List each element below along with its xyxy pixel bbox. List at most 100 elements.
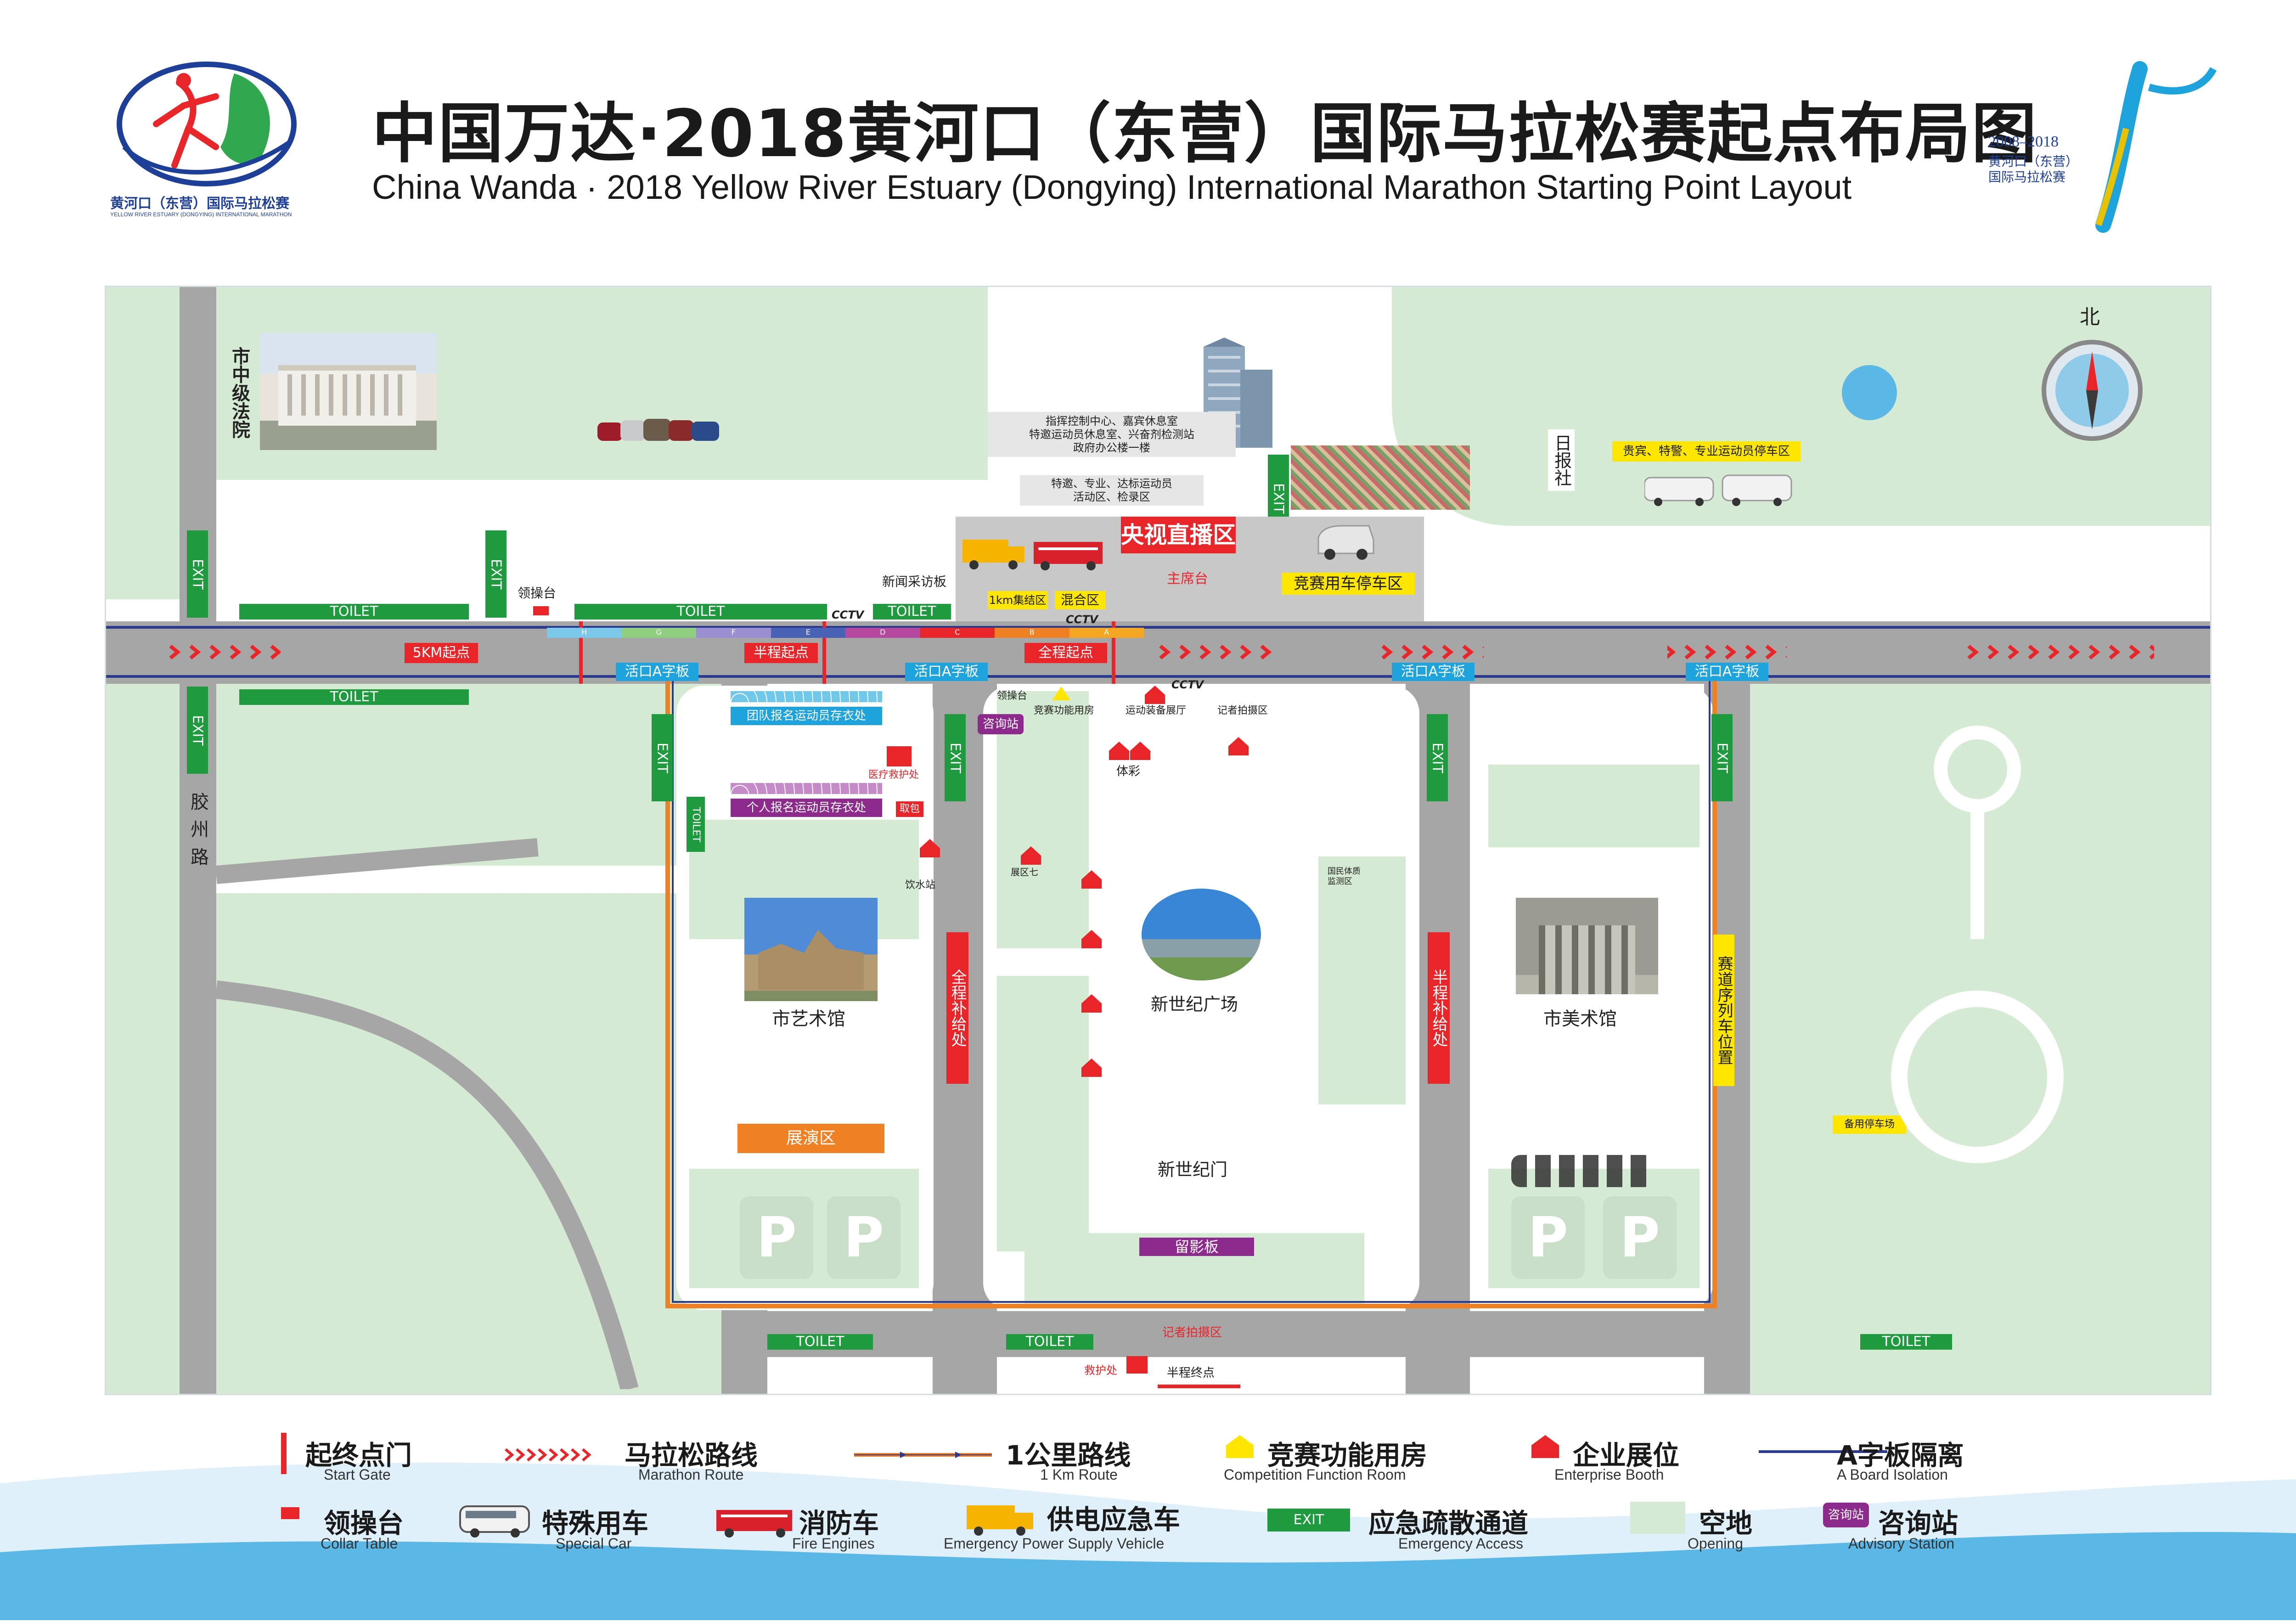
court-label: 市中级法院 <box>229 347 250 439</box>
exit-label: EXIT <box>189 715 206 746</box>
board-letter: A <box>1069 628 1144 638</box>
board-letter: C <box>920 628 995 638</box>
marathon-route-icon <box>503 1446 595 1464</box>
legend-wave <box>0 1414 2296 1620</box>
exit-label: EXIT <box>1270 483 1287 514</box>
one-km-route-inner <box>672 678 1711 1303</box>
competition-room-label: 竞赛功能用房 <box>1034 705 1095 716</box>
exit-legend-label: EXIT <box>1293 1512 1324 1528</box>
lottery-label: 体彩 <box>1116 765 1141 778</box>
start-gate-icon <box>281 1433 287 1474</box>
press-board-label: 新闻采访板 <box>882 574 947 589</box>
power-truck-icon <box>962 535 1027 572</box>
bus-icon <box>459 1503 533 1539</box>
lane-queue-label: 赛道序列车位置 <box>1713 935 1734 1086</box>
legend-opening: 空地 <box>1699 1508 1753 1539</box>
exit-label: EXIT <box>654 742 670 773</box>
fire-engine-icon <box>1034 537 1103 572</box>
exit-sign[interactable]: EXIT <box>187 687 208 774</box>
toilet-sign: TOILET <box>239 689 469 705</box>
legend-power-vehicle-en: Emergency Power Supply Vehicle <box>944 1535 1165 1552</box>
exit-sign[interactable]: EXIT <box>485 530 506 618</box>
toilet-sign: TOILET <box>574 604 827 620</box>
legend-advisory-station-en: Advisory Station <box>1848 1535 1955 1552</box>
north-label: 北 <box>2080 305 2100 329</box>
assembly-1km-label: 1km集结区 <box>988 591 1047 609</box>
green-area-left-bottom <box>216 893 721 1394</box>
exit-label: EXIT <box>189 558 206 590</box>
vip-parking-label: 贵宾、特警、专业运动员停车区 <box>1612 441 1801 462</box>
power-truck-legend-icon <box>967 1501 1035 1538</box>
collar-table-icon <box>281 1507 299 1519</box>
logo-left <box>115 55 298 230</box>
logo-left-caption: 黄河口（东营）国际马拉松赛 <box>110 196 289 212</box>
legend-special-car-en: Special Car <box>556 1535 632 1552</box>
individual-storage-tent <box>731 783 882 794</box>
legend-a-board-en: A Board Isolation <box>1837 1466 1948 1483</box>
start-gate-half <box>822 621 826 684</box>
exit-sign[interactable]: EXIT <box>1711 714 1733 801</box>
board-letter: D <box>845 628 920 638</box>
athlete-area-label: 特邀、专业、达标运动员 活动区、检录区 <box>1020 475 1204 506</box>
enterprise-booth-icon <box>1531 1435 1559 1458</box>
a-board-label: 活口A字板 <box>905 663 988 681</box>
command-center-label: 指挥控制中心、嘉宾休息室 特邀运动员休息室、兴奋剂检测站 政府办公楼一楼 <box>988 412 1236 457</box>
pond <box>1842 365 1897 420</box>
century-square-photo <box>1142 889 1261 980</box>
exhibition-seven-label: 展区七 <box>1011 867 1038 878</box>
right-green-shapes <box>1891 726 2064 1163</box>
newspaper-label: 日报社 <box>1548 429 1575 491</box>
art-center-label: 市艺术馆 <box>772 1008 845 1030</box>
parking-p: P <box>1511 1196 1585 1279</box>
fire-engine-legend-icon <box>716 1506 794 1538</box>
photo-board-label: 留影板 <box>1139 1238 1254 1256</box>
competition-room-icon <box>1226 1435 1254 1458</box>
start-gate-full <box>1112 621 1115 684</box>
green-inner-5 <box>1488 765 1699 847</box>
page-title: 中国万达·2018黄河口（东营）国际马拉松赛起点布局图 <box>372 96 2038 172</box>
century-gate-label: 新世纪门 <box>1158 1160 1228 1180</box>
exit-sign[interactable]: EXIT <box>187 530 208 618</box>
road-bottom <box>721 1311 1750 1357</box>
a-board-label: 活口A字板 <box>616 663 698 681</box>
start-label-full: 全程起点 <box>1024 643 1107 663</box>
equipment-hall-label: 运动装备展厅 <box>1125 705 1187 716</box>
rescue-cross-icon <box>1126 1356 1148 1374</box>
full-supply-label: 全程补给处 <box>946 932 968 1084</box>
parking-p: P <box>827 1196 900 1279</box>
jiaozhou-road <box>180 287 216 1394</box>
exit-sign[interactable]: EXIT <box>1427 714 1448 801</box>
parking-p: P <box>1603 1196 1677 1279</box>
advisory-legend-label: 咨询站 <box>1828 1508 1864 1522</box>
a-board-label: 活口A字板 <box>1392 663 1474 681</box>
legend-one-km-route: 1公里路线 <box>1006 1440 1131 1471</box>
backup-parking-label: 备用停车场 <box>1833 1115 1906 1134</box>
board-letter: H <box>547 628 622 638</box>
legend-one-km-route-en: 1 Km Route <box>1040 1466 1118 1483</box>
cctv-logo: CCTV <box>1171 678 1204 691</box>
logo-left-caption-en: YELLOW RIVER ESTUARY (DONGYING) INTERNAT… <box>110 211 292 218</box>
legend-advisory-station: 咨询站 <box>1878 1508 1958 1539</box>
water-station-label: 饮水站 <box>905 879 936 891</box>
exit-label: EXIT <box>947 742 963 773</box>
parking-p: P <box>740 1196 813 1279</box>
legend-enterprise-booth: 企业展位 <box>1573 1440 1680 1471</box>
start-label-5km: 5KM起点 <box>405 643 478 663</box>
toilet-sign: TOILET <box>1006 1334 1093 1350</box>
exit-sign[interactable]: EXIT <box>945 714 966 801</box>
medical-cross-icon <box>887 746 912 766</box>
a-board-line-bottom <box>106 675 2210 678</box>
legend-competition-room-en: Competition Function Room <box>1224 1466 1406 1483</box>
vip-buses <box>1643 471 1796 507</box>
logo-right <box>1988 60 2218 234</box>
open-space-legend-icon <box>1630 1502 1685 1534</box>
race-car-icon <box>1314 521 1378 563</box>
medical-label: 医疗救护处 <box>868 769 919 781</box>
exit-sign[interactable]: EXIT <box>652 714 673 801</box>
toilet-sign: TOILET <box>239 604 469 620</box>
cctv-logo: CCTV <box>1066 613 1098 626</box>
cctv-zone-label: 央视直播区 <box>1121 517 1236 553</box>
branch-road <box>216 838 639 1389</box>
half-supply-label: 半程补给处 <box>1428 932 1450 1084</box>
motorcycles <box>1511 1155 1654 1187</box>
